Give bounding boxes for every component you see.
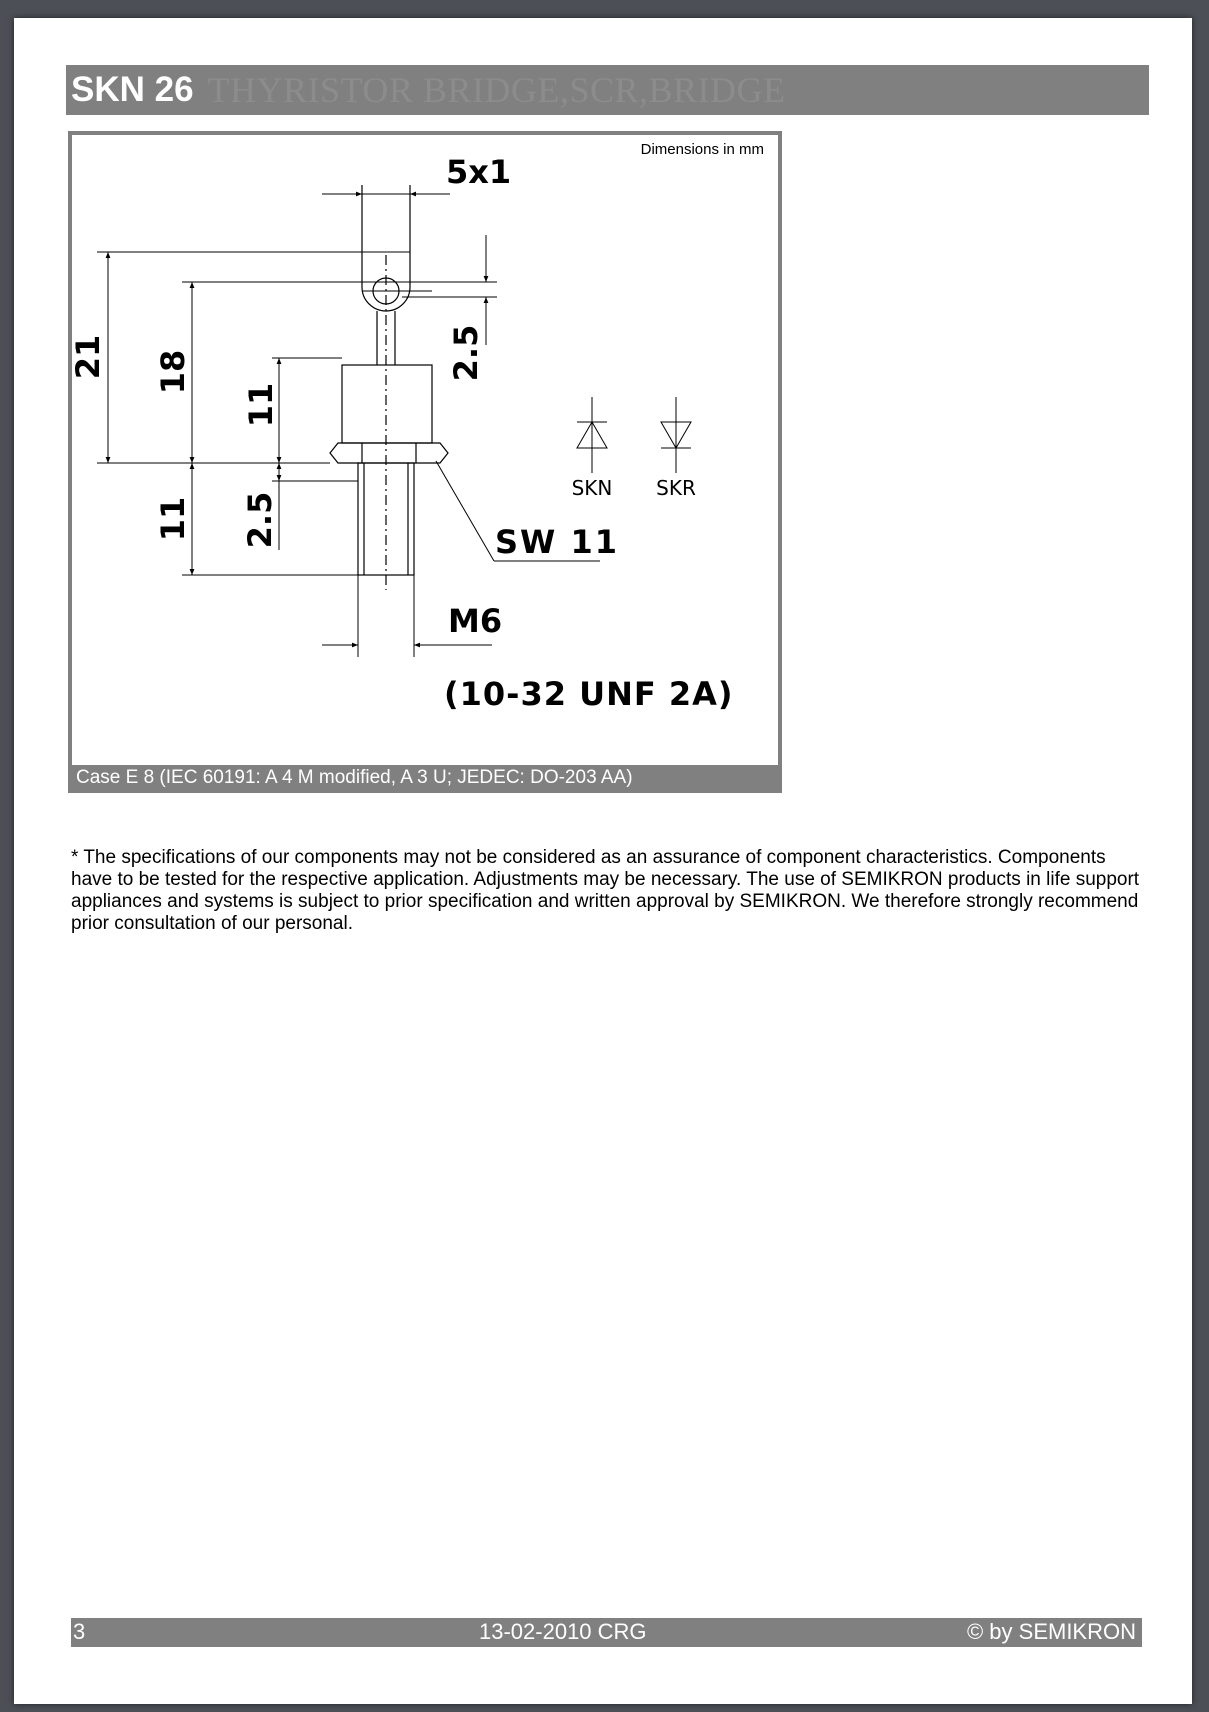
dimension-drawing: 5x1 21 18 11 11 2.5 2.5 SW 11 M6 (10-32 … — [72, 153, 734, 713]
dim-thread-offset: 2.5 — [241, 492, 279, 549]
dim-thread-metric: M6 — [448, 602, 502, 640]
page-subtitle: THYRISTOR BRIDGE,SCR,BRIDGE — [207, 70, 786, 110]
symbol-skr-label: SKR — [656, 476, 696, 500]
title-bar: SKN 26 THYRISTOR BRIDGE,SCR,BRIDGE — [66, 65, 1149, 115]
dim-body-height: 11 — [242, 383, 280, 428]
dim-lug-width: 5x1 — [446, 153, 511, 191]
disclaimer-text: * The specifications of our components m… — [71, 847, 1140, 934]
dim-hole-height: 18 — [154, 350, 192, 395]
footer-bar: 3 13-02-2010 CRG © by SEMIKRON — [71, 1618, 1142, 1647]
dim-wrench-size: SW 11 — [495, 523, 619, 561]
skn-diode-symbol — [576, 397, 608, 473]
dim-thread-length: 11 — [154, 497, 192, 542]
footer-copyright: © by SEMIKRON — [966, 1619, 1136, 1644]
page-number: 3 — [73, 1619, 86, 1644]
skr-diode-symbol — [660, 397, 692, 473]
dimensions-note: Dimensions in mm — [640, 141, 764, 158]
dimension-figure: Dimensions in mm — [68, 131, 782, 793]
figure-caption: Case E 8 (IEC 60191: A 4 M modified, A 3… — [76, 767, 633, 788]
dim-thread-unf: (10-32 UNF 2A) — [444, 675, 734, 713]
case-body — [341, 364, 433, 444]
document-page: SKN 26 THYRISTOR BRIDGE,SCR,BRIDGE Dimen… — [14, 18, 1192, 1704]
hex-nut — [329, 442, 449, 464]
symbol-skn-label: SKN — [572, 476, 613, 500]
footer-date: 13-02-2010 CRG — [479, 1619, 647, 1644]
dim-total-height: 21 — [72, 335, 107, 380]
lug-outline — [361, 185, 411, 312]
dim-lug-hole: 2.5 — [447, 325, 485, 382]
drawing-area: Dimensions in mm — [72, 135, 778, 765]
page-title: SKN 26 — [71, 70, 194, 109]
